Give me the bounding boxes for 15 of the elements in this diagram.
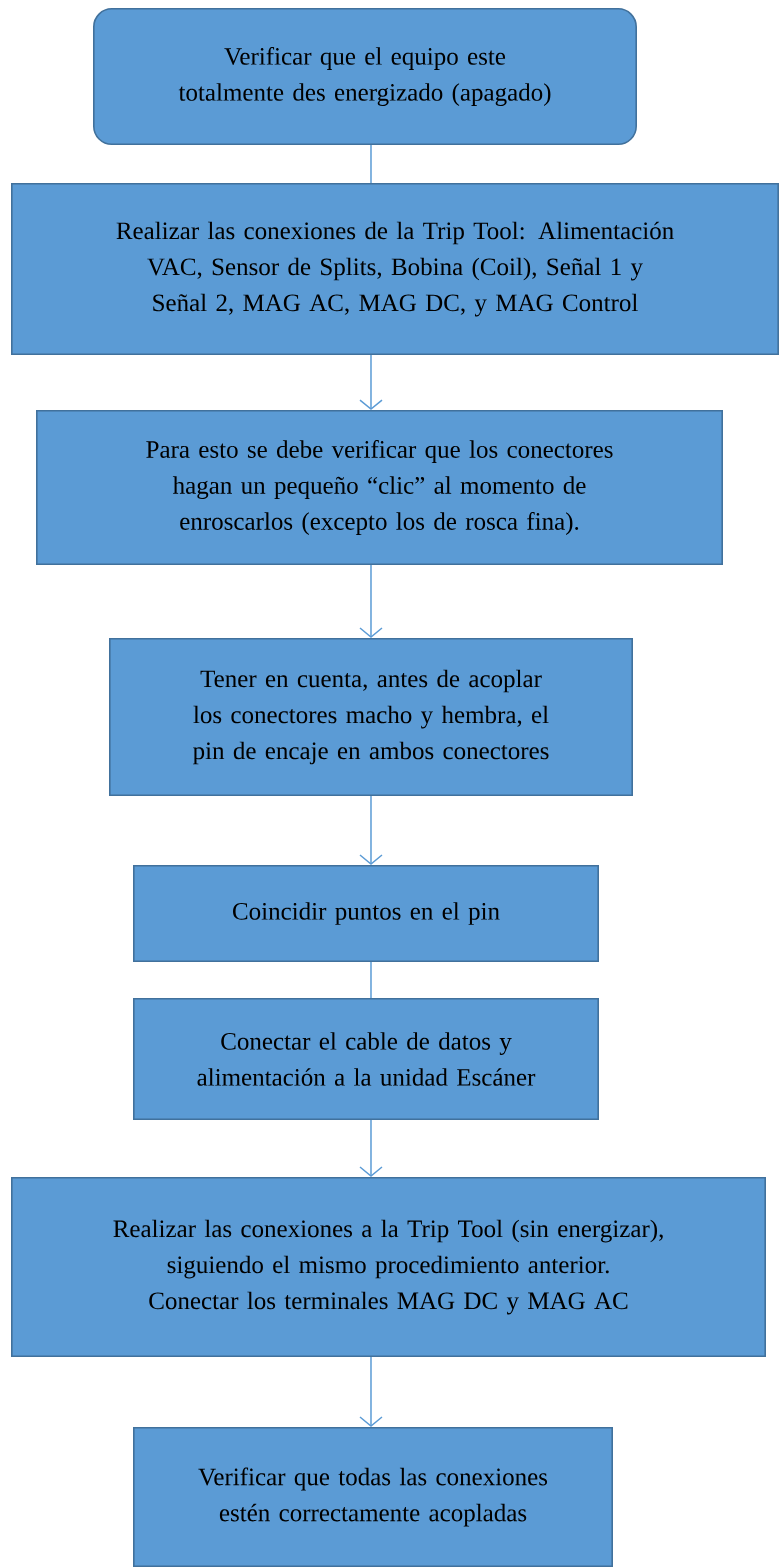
process-box: Para esto se debe verificar que los conectores hagan un pequeño “clic” al momento de enroscarlos (excepto los de rosca fina).	[36, 410, 723, 565]
process-box: Conectar el cable de datos y alimentación a la unidad Escáner	[133, 998, 599, 1120]
arrow	[359, 354, 383, 410]
process-box: Realizar las conexiones de la Trip Tool: Alimentación VAC, Sensor de Splits, Bobina (Coil), Señal 1 y Señal 2, MAG AC, MAG DC, y MAG Control	[11, 183, 779, 356]
arrow	[359, 1356, 383, 1427]
start-box: Verificar que el equipo este totalmente des energizado (apagado)	[93, 8, 637, 145]
arrow	[359, 564, 383, 638]
process-box: Verificar que todas las conexiones estén correctamente acopladas	[133, 1427, 613, 1567]
process-box: Tener en cuenta, antes de acoplar los conectores macho y hembra, el pin de encaje en ambos conectores	[109, 638, 633, 796]
connector-line	[370, 144, 372, 184]
process-box: Coincidir puntos en el pin	[133, 865, 599, 962]
arrow	[359, 1119, 383, 1177]
connector-line	[370, 961, 372, 999]
process-box: Realizar las conexiones a la Trip Tool (sin energizar), siguiendo el mismo procedimiento anterior. Conectar los terminales MAG DC y MAG AC	[11, 1177, 766, 1357]
arrow	[359, 795, 383, 865]
